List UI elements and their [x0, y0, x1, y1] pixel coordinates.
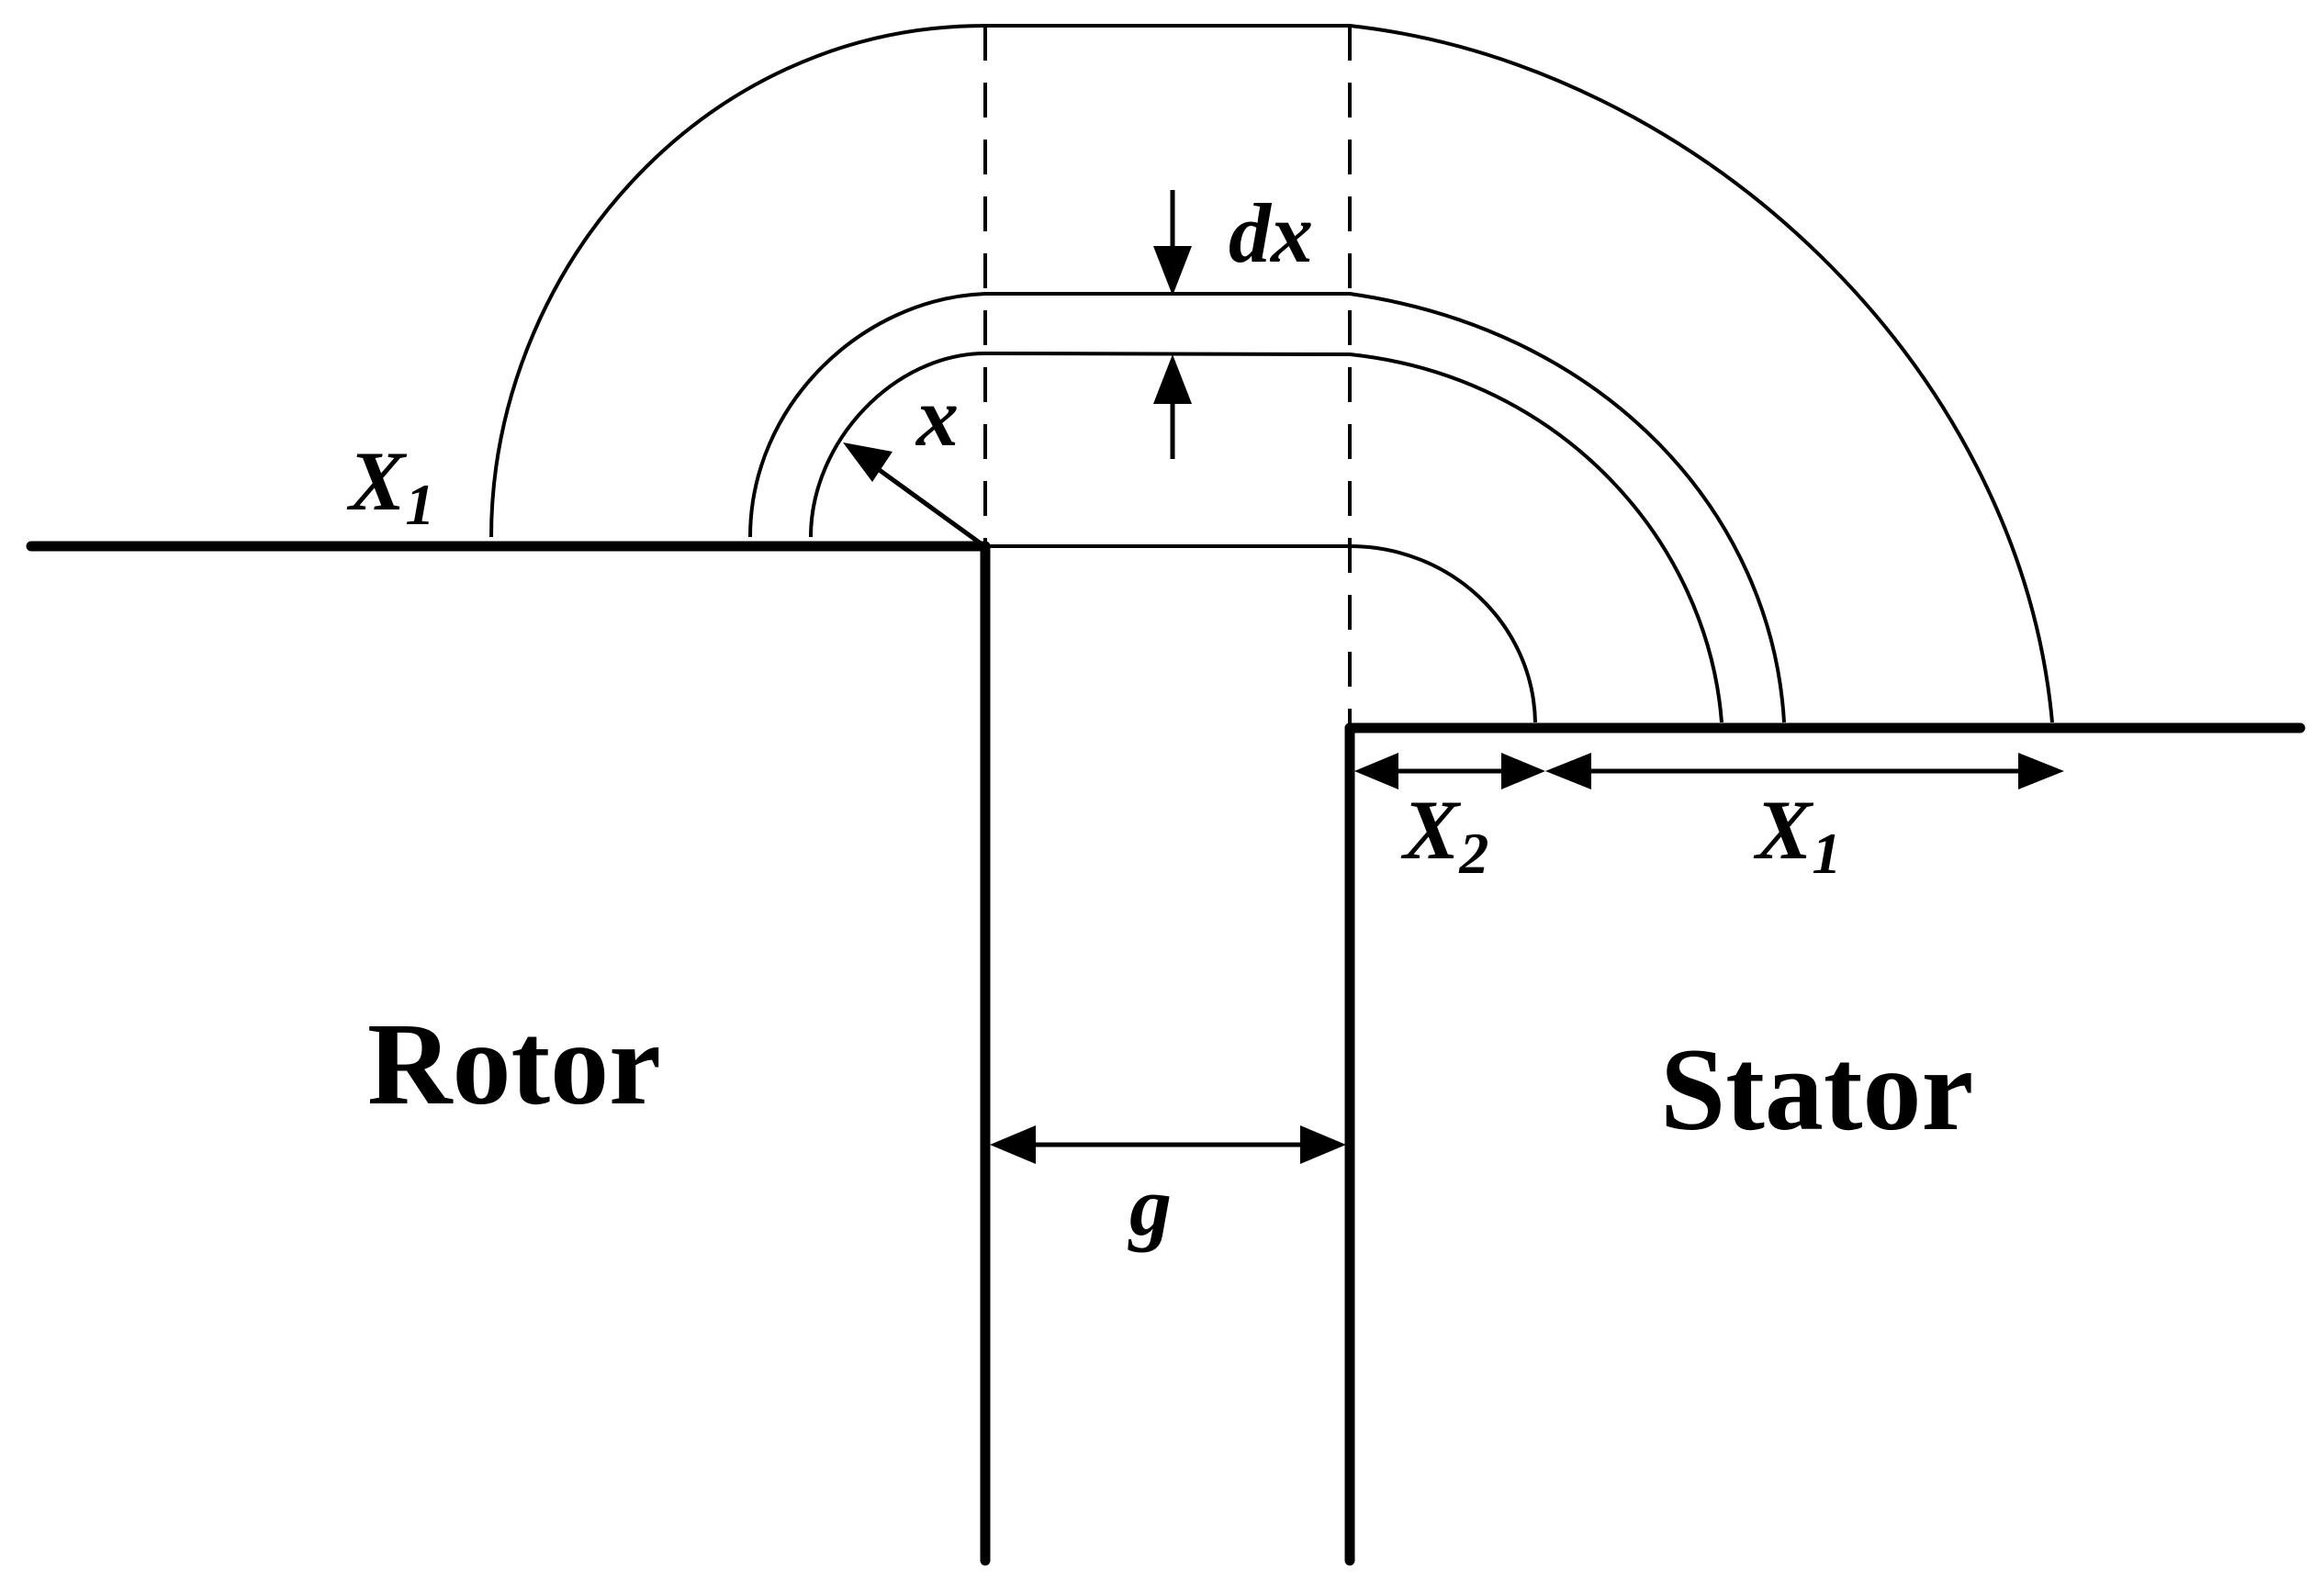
g-arrowhead-left	[990, 1125, 1036, 1164]
x1-arrowhead-left	[1545, 753, 1591, 789]
x-radius-arrowhead	[843, 442, 893, 482]
dx-label: dx	[1229, 186, 1313, 280]
x1-label-left: X1	[346, 434, 434, 537]
middle-flux-path-outer	[748, 292, 1786, 723]
inner-flux-path	[985, 544, 1537, 723]
g-label: g	[1128, 1159, 1172, 1253]
x-radius-line	[869, 461, 982, 546]
middle-flux-path-inner	[809, 351, 1723, 723]
outer-flux-path	[489, 24, 2054, 723]
x1-label-right: X1	[1753, 783, 1841, 886]
rotor-label: Rotor	[367, 999, 661, 1129]
dx-arrowhead-top	[1153, 246, 1192, 296]
x-label: x	[915, 370, 959, 464]
dx-arrowhead-bottom	[1153, 354, 1192, 404]
g-arrowhead-right	[1300, 1125, 1346, 1164]
x2-arrowhead-right	[1501, 753, 1545, 789]
stator-label: Stator	[1660, 1024, 1973, 1155]
x2-label: X2	[1400, 783, 1488, 886]
x1-arrowhead-right	[2018, 753, 2064, 789]
x2-arrowhead-left	[1354, 753, 1398, 789]
